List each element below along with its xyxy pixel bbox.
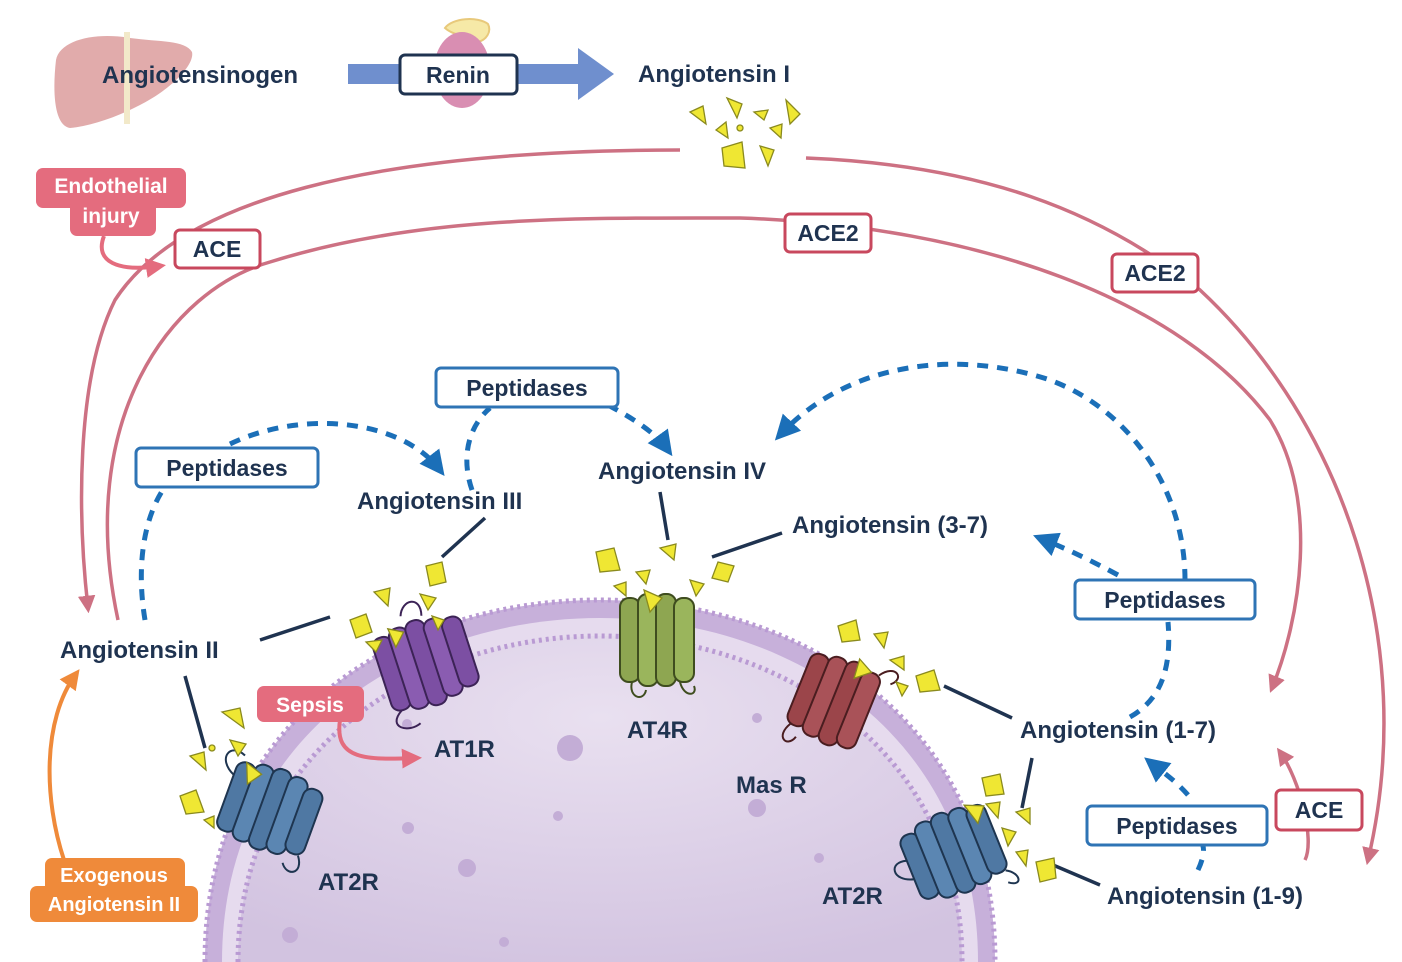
condition-endothelial-injury: Endothelial injury — [36, 168, 186, 236]
node-angiotensin-1-9: Angiotensin (1-9) — [1107, 883, 1303, 910]
node-angiotensin-1-7: Angiotensin (1-7) — [1020, 717, 1216, 744]
enzyme-label: Peptidases — [1104, 587, 1225, 613]
enzyme-label: ACE2 — [797, 220, 858, 246]
node-angiotensin-iii: Angiotensin III — [357, 488, 522, 515]
receptor-icon-at1r — [371, 600, 480, 730]
node-angiotensinogen: Angiotensinogen — [102, 62, 298, 89]
peptide-fragments-icon — [179, 543, 1057, 883]
enzyme-ace-left: ACE — [173, 228, 262, 270]
liver-icon — [54, 32, 193, 128]
receptor-label-at2r-left: AT2R — [318, 869, 379, 896]
enzyme-label: Peptidases — [1116, 813, 1237, 839]
receptor-label-at1r: AT1R — [434, 736, 495, 763]
receptor-label-at2r-right: AT2R — [822, 883, 883, 910]
condition-exogenous-angiotensin-ii: Exogenous Angiotensin II — [30, 858, 198, 922]
enzyme-label: ACE — [193, 236, 242, 262]
enzyme-peptidases-right: Peptidases — [1073, 578, 1257, 621]
enzyme-ace2-right: ACE2 — [1110, 252, 1200, 294]
enzyme-renin: Renin — [398, 53, 519, 96]
enzyme-ace2-top: ACE2 — [783, 212, 873, 254]
enzyme-label: ACE — [1295, 797, 1344, 823]
node-angiotensin-iv: Angiotensin IV — [598, 458, 766, 485]
sepsis-arrow — [337, 719, 422, 769]
condition-label: Endothelial — [54, 175, 167, 198]
receptor-icon-at2r-left — [216, 749, 324, 873]
receptor-icon-masr — [781, 652, 900, 750]
endothelial-arrow — [99, 235, 166, 278]
receptor-icon-at2r-right — [893, 803, 1020, 900]
node-angiotensin-3-7: Angiotensin (3-7) — [792, 512, 988, 539]
condition-label: Exogenous — [60, 865, 168, 887]
enzyme-peptidases-top: Peptidases — [434, 366, 620, 409]
enzyme-label: Peptidases — [466, 375, 587, 401]
peptide-fragments-icon — [688, 96, 801, 169]
receptor-label-masr: Mas R — [736, 772, 807, 799]
node-angiotensin-i: Angiotensin I — [638, 61, 790, 88]
enzyme-ace-bottom-right: ACE — [1274, 788, 1364, 832]
enzyme-peptidases-left: Peptidases — [134, 446, 320, 489]
receptor-icon-at4r — [619, 588, 696, 698]
connector-lines — [183, 491, 1101, 887]
node-angiotensin-ii: Angiotensin II — [60, 637, 219, 664]
condition-label: injury — [82, 205, 139, 228]
exogenous-arrow — [47, 669, 80, 861]
condition-sepsis: Sepsis — [257, 686, 364, 722]
enzyme-label: Renin — [426, 62, 490, 88]
enzyme-label: ACE2 — [1124, 260, 1185, 286]
receptor-label-at4r: AT4R — [627, 717, 688, 744]
condition-label: Sepsis — [276, 694, 344, 717]
enzyme-peptidases-bottom: Peptidases — [1085, 804, 1269, 847]
enzyme-label: Peptidases — [166, 455, 287, 481]
condition-label: Angiotensin II — [48, 894, 180, 916]
